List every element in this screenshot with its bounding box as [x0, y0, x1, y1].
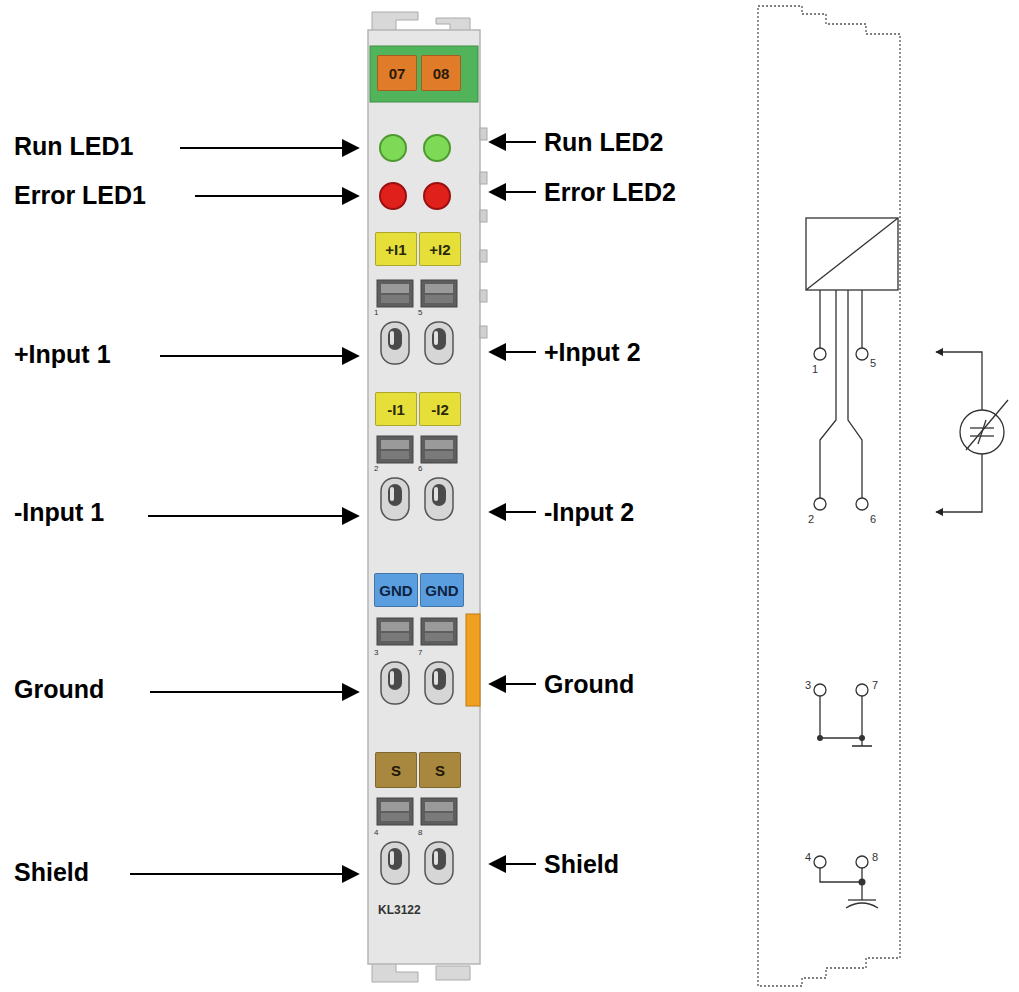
pin-number: 1: [812, 364, 818, 375]
terminal-label: S: [419, 752, 461, 788]
terminal-marking: 08: [433, 65, 450, 82]
pin-number: 6: [870, 514, 876, 525]
terminal-marking: -I1: [387, 401, 405, 418]
terminal-marking: GND: [425, 582, 458, 599]
callout-label: Shield: [14, 860, 89, 885]
terminal-label: 07: [377, 55, 417, 91]
terminal-label: +I1: [375, 232, 417, 266]
callout-label: -Input 1: [14, 500, 104, 525]
terminal-marking: +I2: [429, 241, 450, 258]
pin-number: 6: [418, 465, 422, 473]
terminal-label: -I1: [375, 392, 417, 426]
terminal-label: GND: [420, 573, 464, 607]
callout-label: -Input 2: [544, 500, 634, 525]
terminal-marking: S: [435, 762, 445, 779]
callout-label: Run LED1: [14, 134, 133, 159]
pin-number: 3: [805, 680, 811, 691]
callout-label: Error LED1: [14, 183, 146, 208]
pin-number: 5: [418, 309, 422, 317]
terminal-label: GND: [374, 573, 418, 607]
terminal-marking: GND: [379, 582, 412, 599]
terminal-marking: +I1: [385, 241, 406, 258]
pin-number: 4: [374, 829, 378, 837]
callout-label: Run LED2: [544, 130, 663, 155]
pin-number: 8: [418, 829, 422, 837]
model-name: KL3122: [378, 904, 421, 916]
terminal-marking: -I2: [431, 401, 449, 418]
callout-label: Error LED2: [544, 180, 676, 205]
pin-number: 5: [870, 358, 876, 369]
callout-label: +Input 2: [544, 340, 641, 365]
terminal-label: S: [375, 752, 417, 788]
terminal-marking: S: [391, 762, 401, 779]
callout-label: Ground: [14, 677, 104, 702]
terminal-label: 08: [421, 55, 461, 91]
pin-number: 8: [872, 852, 878, 863]
callout-label: Ground: [544, 672, 634, 697]
terminal-marking: 07: [389, 65, 406, 82]
pin-number: 7: [418, 649, 422, 657]
callout-label: +Input 1: [14, 342, 111, 367]
callout-label: Shield: [544, 852, 619, 877]
pin-number: 3: [374, 649, 378, 657]
terminal-label: +I2: [419, 232, 461, 266]
pin-number: 1: [374, 309, 378, 317]
terminal-label: -I2: [419, 392, 461, 426]
pin-number: 2: [808, 514, 814, 525]
pin-number: 7: [872, 680, 878, 691]
pin-number: 4: [805, 852, 811, 863]
pin-number: 2: [374, 465, 378, 473]
